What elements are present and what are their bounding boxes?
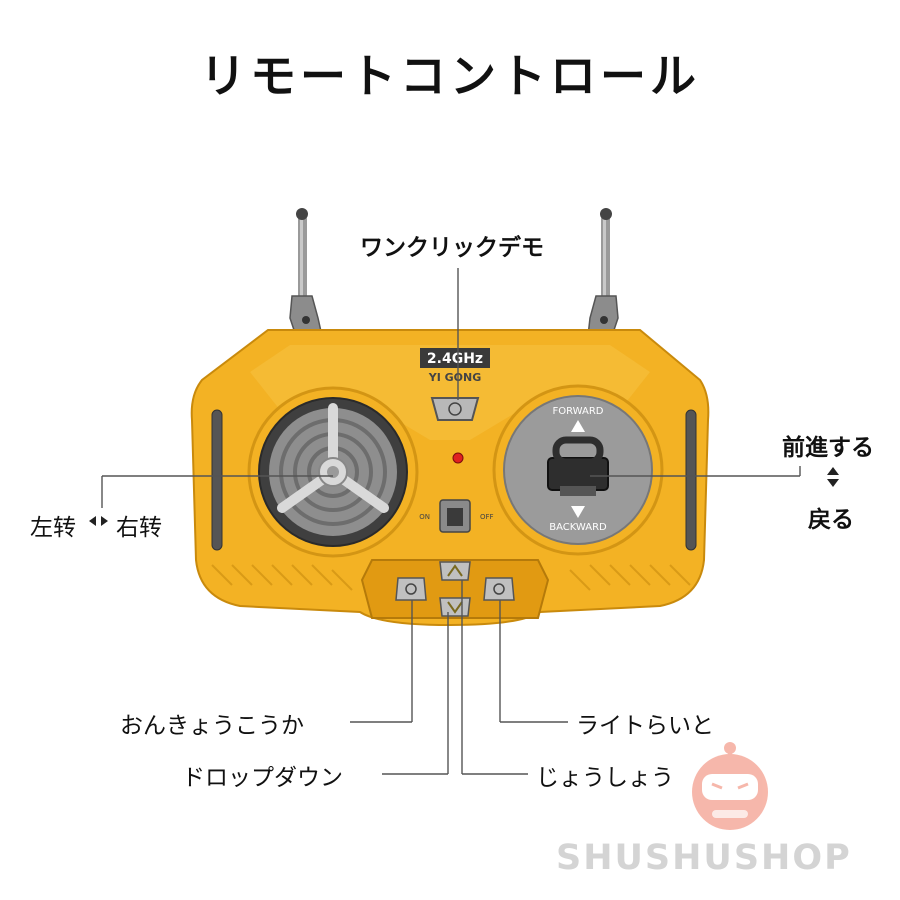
drop-icon	[447, 601, 463, 614]
backward-panel-label: BACKWARD	[549, 522, 607, 533]
callout-lines	[101, 268, 801, 775]
sound-button[interactable]	[395, 577, 427, 601]
backward-small-arrow-icon	[827, 479, 839, 487]
backward-arrow-icon	[571, 506, 585, 518]
demo-button[interactable]	[430, 397, 480, 421]
page-title: リモートコントロール	[200, 49, 700, 103]
callout-one-click-demo: ワンクリックデモ	[360, 235, 544, 261]
callout-forward: 前進する	[782, 435, 874, 461]
power-switch[interactable]	[439, 499, 471, 533]
forward-small-arrow-icon	[827, 467, 839, 475]
speaker-icon	[405, 583, 417, 595]
shop-mascot-logo	[692, 742, 768, 830]
callout-raise: じょうしょう	[536, 765, 674, 791]
callout-right-turn: 右转	[116, 515, 162, 541]
light-icon	[493, 583, 505, 595]
left-antenna	[289, 208, 323, 337]
light-button[interactable]	[483, 577, 515, 601]
frequency-label: 2.4GHz	[427, 351, 483, 367]
power-led	[452, 452, 464, 464]
right-turn-arrow-icon	[101, 516, 108, 526]
throttle-trigger[interactable]	[547, 436, 609, 496]
left-turn-arrow-icon	[89, 516, 96, 526]
steering-wheel[interactable]	[247, 386, 419, 558]
switch-on-label: ON	[419, 513, 430, 521]
raise-icon	[447, 564, 463, 577]
callout-light: ライトらいと	[576, 713, 714, 739]
right-antenna	[587, 208, 619, 337]
callout-sound-effect: おんきょうこうか	[120, 713, 304, 739]
callout-backward: 戻る	[808, 507, 854, 533]
shop-watermark: SHUSHUSHOP	[556, 838, 852, 878]
tread-pattern	[211, 564, 691, 591]
brand-label: YI GONG	[428, 371, 482, 384]
callout-drop-down: ドロップダウン	[182, 765, 343, 791]
switch-off-label: OFF	[480, 513, 494, 521]
forward-arrow-icon	[571, 420, 585, 432]
demo-icon	[448, 402, 462, 416]
callout-left-turn: 左转	[30, 515, 76, 541]
forward-panel-label: FORWARD	[553, 406, 604, 417]
